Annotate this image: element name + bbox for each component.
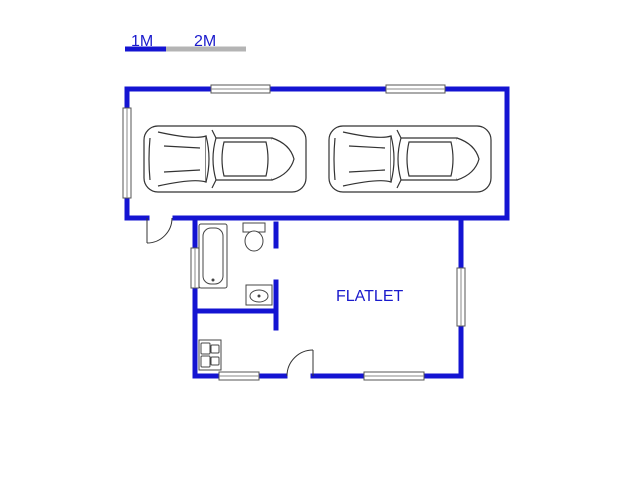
room-label-flatlet: FLATLET (336, 288, 404, 305)
sink-icon (198, 339, 222, 371)
door-swing-icon (146, 217, 173, 244)
car-icon (328, 125, 492, 193)
door-swing-icon (286, 349, 314, 377)
car-icon (143, 125, 307, 193)
scale-bar: 1M 2M (125, 33, 246, 52)
scale-label-1m: 1M (131, 33, 153, 50)
basin-icon (245, 284, 273, 306)
toilet-icon (242, 222, 266, 252)
flatlet-walls (192, 217, 464, 379)
scale-label-2m: 2M (194, 33, 216, 50)
bathtub-icon (198, 223, 228, 289)
